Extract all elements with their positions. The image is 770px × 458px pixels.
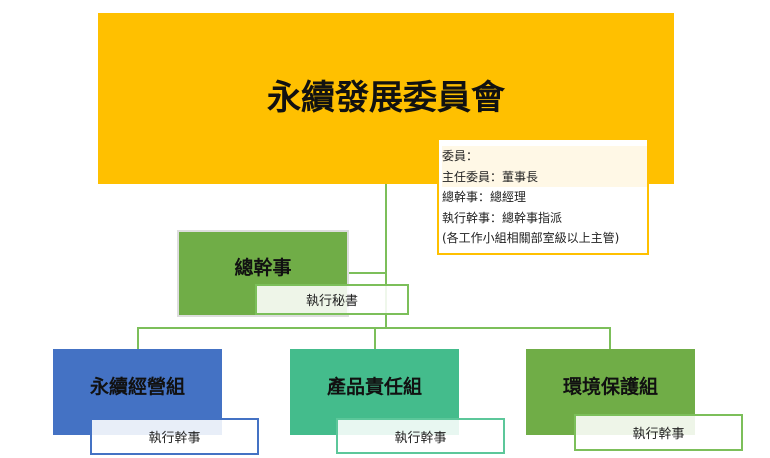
general-secretary-title: 總幹事 bbox=[234, 257, 292, 279]
group-sub-label: 執行幹事 bbox=[394, 430, 447, 446]
group-sub-box: 執行幹事 bbox=[574, 414, 743, 451]
note-line: (各工作小組相關部室級以上主管) bbox=[442, 231, 620, 245]
note-line: 委員： bbox=[442, 146, 647, 167]
group-title: 產品責任組 bbox=[326, 375, 422, 398]
connector-secretary bbox=[349, 272, 386, 274]
note-line: 主任委員：董事長 bbox=[442, 166, 647, 187]
group-title: 永續經營組 bbox=[89, 375, 185, 398]
connector-group-2 bbox=[374, 327, 376, 349]
group-sub-box: 執行幹事 bbox=[90, 418, 259, 455]
connector-group-1 bbox=[137, 327, 139, 349]
executive-secretary-box: 執行秘書 bbox=[255, 284, 409, 315]
committee-title: 永續發展委員會 bbox=[267, 78, 505, 118]
group-title: 環境保護組 bbox=[562, 375, 658, 398]
note-line: 執行幹事：總幹事指派 bbox=[442, 210, 563, 225]
connector-main-vertical bbox=[385, 184, 387, 329]
connector-group-3 bbox=[609, 327, 611, 349]
group-sub-box: 執行幹事 bbox=[336, 418, 505, 454]
members-note: 委員： 主任委員：董事長 總幹事：總經理 執行幹事：總幹事指派 (各工作小組相關… bbox=[437, 140, 649, 255]
executive-secretary-label: 執行秘書 bbox=[305, 294, 358, 309]
note-line: 總幹事：總經理 bbox=[442, 190, 527, 204]
group-sub-label: 執行幹事 bbox=[148, 431, 201, 446]
group-sub-label: 執行幹事 bbox=[632, 427, 685, 442]
